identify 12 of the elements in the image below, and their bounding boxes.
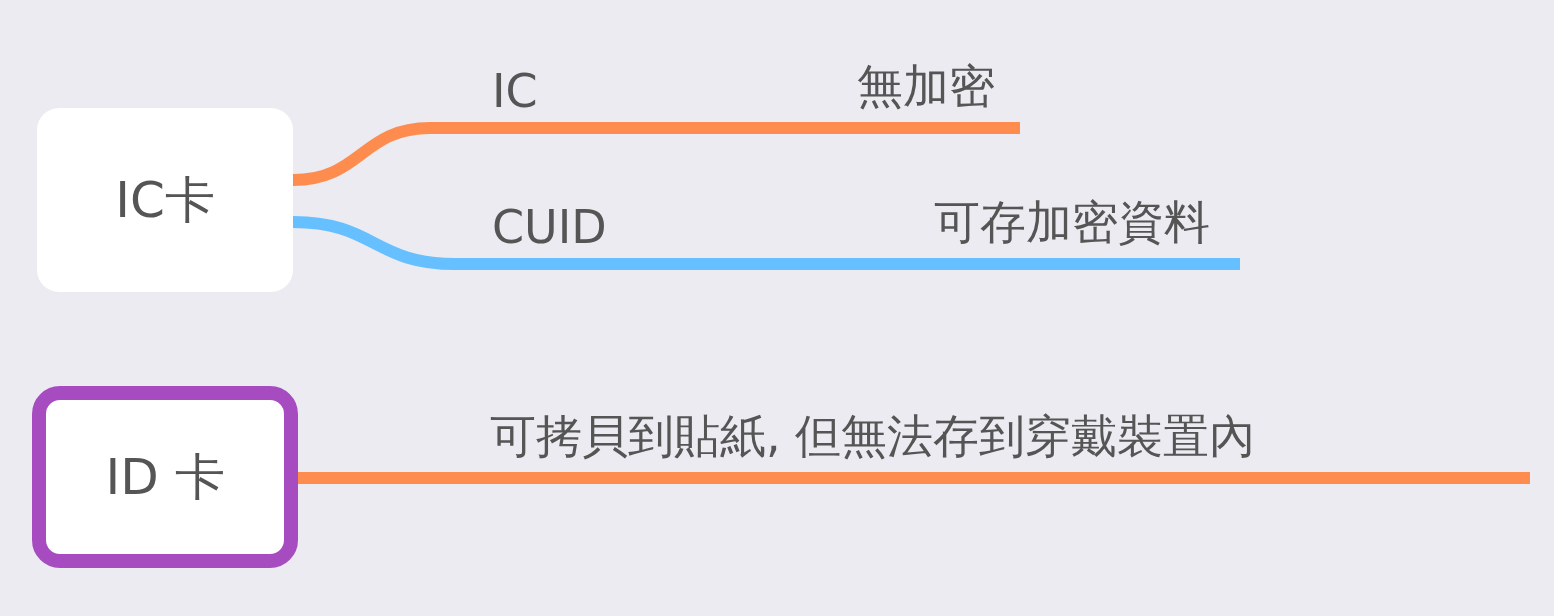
branch-line [292,122,431,186]
branch-line [620,122,640,134]
branch-line [298,472,330,484]
branch-label: CUID [455,196,660,270]
branch-label: 無加密 [640,50,1020,134]
branch-label: 可拷貝到貼紙, 但無法存到穿戴裝置內 [330,394,1530,484]
topic-box: IC卡 [37,108,293,292]
branch-line [660,258,680,270]
branch-line [292,216,456,270]
branch-label: IC [430,66,620,134]
branch-label: 可存加密資料 [680,186,1240,270]
topic-box: ID 卡 [32,386,298,568]
